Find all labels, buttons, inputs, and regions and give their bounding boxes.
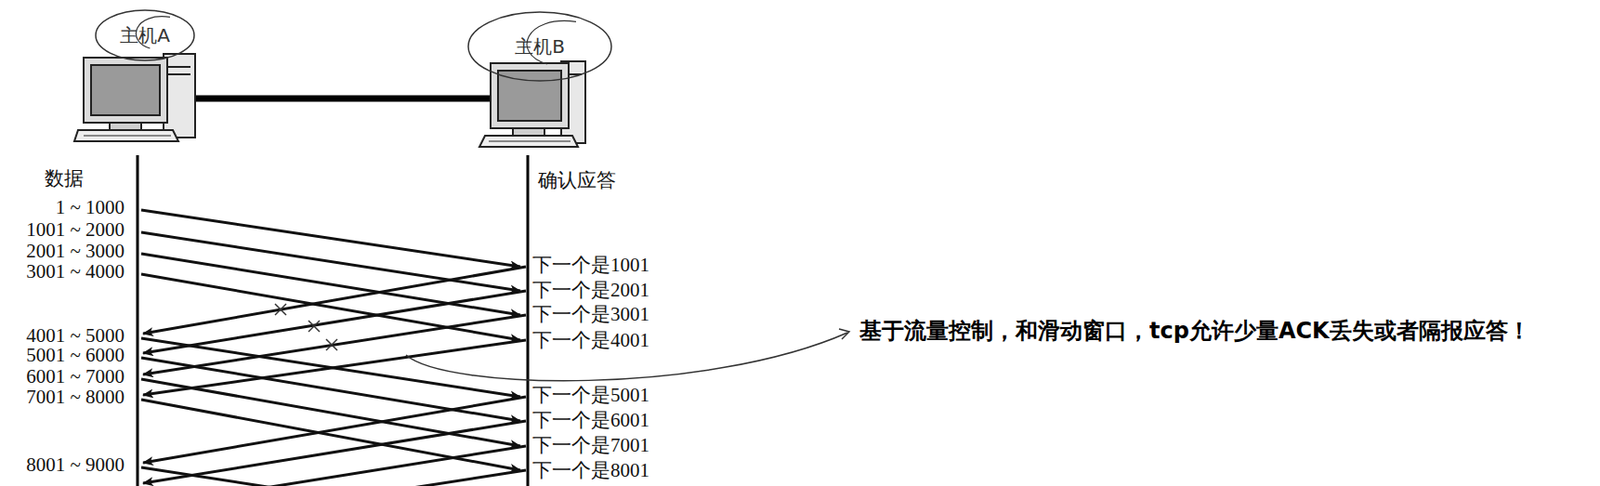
data-range: 1 ~ 1000 [55, 197, 125, 218]
host-label: 主机B [514, 34, 565, 60]
ack-label: 下一个是5001 [532, 385, 650, 406]
timeline-b [526, 155, 530, 486]
ack-label: 下一个是1001 [532, 255, 650, 276]
ack-label: 下一个是7001 [532, 435, 650, 456]
timeline-a [136, 155, 140, 486]
host-label: 主机A [119, 23, 171, 49]
annotation-note: 基于流量控制，和滑动窗口，tcp允许少量ACK丢失或者隔报应答！ [859, 319, 1531, 342]
loss-marks [275, 303, 338, 351]
host-circle: 主机A [94, 9, 196, 62]
network-link [190, 95, 493, 103]
data-range: 2001 ~ 3000 [26, 241, 125, 262]
data-range: 3001 ~ 4000 [26, 262, 125, 282]
ack-arrows [143, 266, 526, 486]
ack-label: 下一个是3001 [532, 304, 650, 325]
data-range: 5001 ~ 6000 [26, 345, 125, 366]
column-heading: 数据 [44, 169, 84, 189]
callout-arrowhead [839, 328, 850, 340]
ack-label: 下一个是6001 [532, 410, 650, 431]
column-heading: 确认应答 [537, 170, 617, 191]
data-range: 7001 ~ 8000 [26, 387, 125, 407]
data-range: 1001 ~ 2000 [26, 220, 125, 240]
data-range: 4001 ~ 5000 [26, 326, 125, 346]
host-circle: 主机B [467, 11, 613, 82]
data-range: 8001 ~ 9000 [26, 455, 125, 475]
computer-a [74, 53, 196, 142]
ack-label: 下一个是2001 [532, 280, 650, 301]
ack-label: 下一个是8001 [532, 460, 650, 481]
ack-label: 下一个是4001 [532, 330, 650, 351]
data-range: 6001 ~ 7000 [26, 367, 125, 387]
